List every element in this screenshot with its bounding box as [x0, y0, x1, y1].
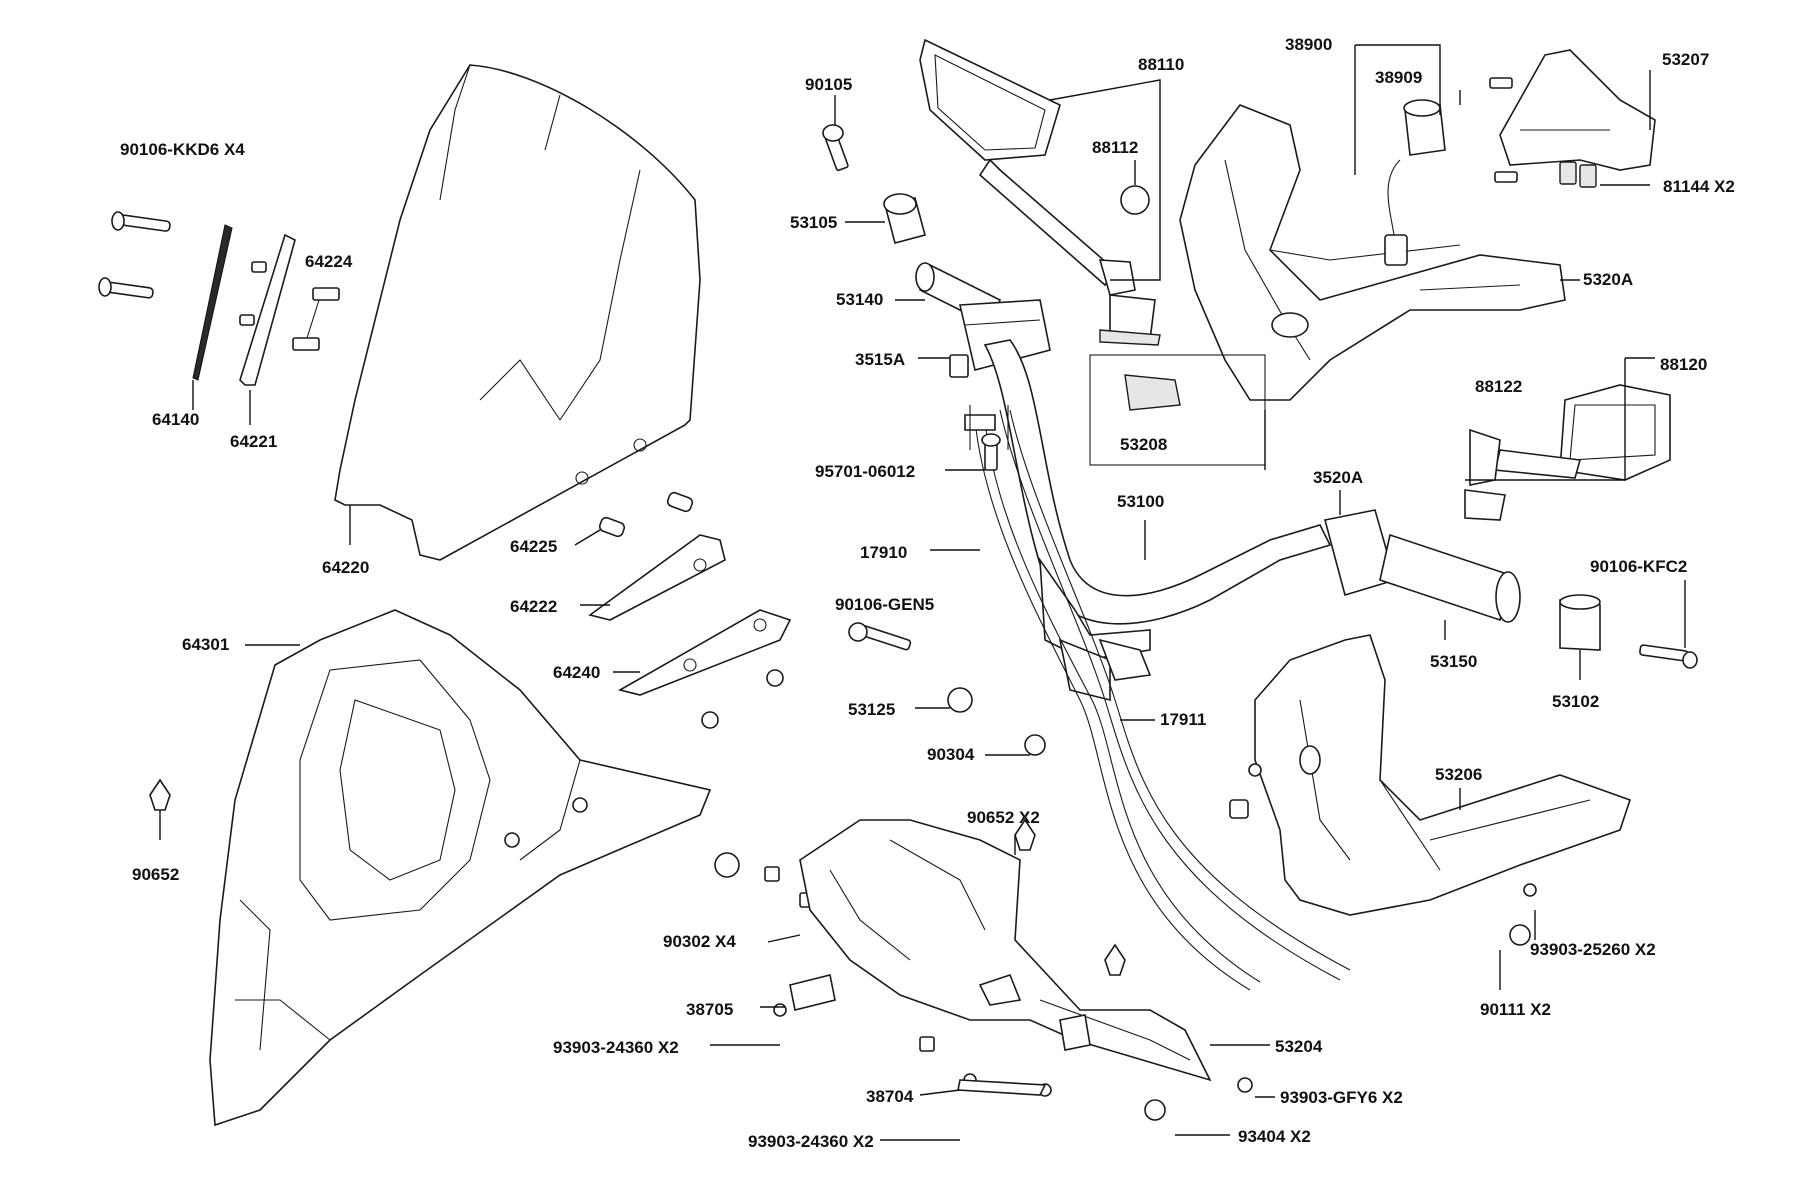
inner-cover-53206: [1229, 634, 1632, 916]
label-90652: 90652: [132, 865, 180, 884]
label-88122: 88122: [1475, 377, 1523, 396]
label-64225: 64225: [510, 537, 558, 556]
label-38705: 38705: [686, 1000, 734, 1019]
front-cowl-64301: [209, 609, 712, 1127]
label-64140: 64140: [152, 410, 200, 429]
label-64301: 64301: [182, 635, 230, 654]
label-53207: 53207: [1662, 50, 1710, 69]
label-90106-gen5: 90106-GEN5: [835, 595, 935, 614]
label-53105: 53105: [790, 213, 838, 232]
trim-pieces: [588, 491, 792, 696]
label-90105: 90105: [805, 75, 853, 94]
label-90106-kfc2: 90106-KFC2: [1590, 557, 1688, 576]
bracket-38705: [789, 974, 836, 1011]
label-17911: 17911: [1160, 710, 1207, 729]
right-handlebar-parts: [1324, 509, 1698, 669]
mirror-left: [919, 38, 1161, 346]
socket-38909: [1384, 99, 1446, 266]
label-38900: 38900: [1285, 35, 1333, 54]
label-17910: 17910: [860, 543, 908, 562]
label-53208: 53208: [1120, 435, 1168, 454]
label-88112: 88112: [1092, 138, 1139, 157]
label-95701-06012: 95701-06012: [815, 462, 916, 481]
label-93404: 93404 X2: [1238, 1127, 1311, 1146]
label-90652-x2: 90652 X2: [967, 808, 1040, 827]
label-90106-kkd6: 90106-KKD6 X4: [120, 140, 245, 159]
label-93903-24360-a: 93903-24360 X2: [553, 1038, 679, 1057]
label-53140: 53140: [836, 290, 884, 309]
left-handlebar-parts: [822, 124, 1051, 378]
cover-53207: [1489, 49, 1656, 188]
label-88110: 88110: [1138, 55, 1185, 74]
windscreen: [334, 64, 701, 561]
label-5320a: 5320A: [1583, 270, 1634, 289]
label-88120: 88120: [1660, 355, 1708, 374]
label-64221: 64221: [230, 432, 278, 451]
label-53204: 53204: [1275, 1037, 1323, 1056]
label-64220: 64220: [322, 558, 370, 577]
lower-cover-53204: [799, 819, 1212, 1082]
label-53100: 53100: [1117, 492, 1165, 511]
label-53125: 53125: [848, 700, 896, 719]
label-64224: 64224: [305, 252, 353, 271]
bracket-38704: [957, 1079, 1047, 1096]
label-53150: 53150: [1430, 652, 1478, 671]
label-93903-25260: 93903-25260 X2: [1530, 940, 1656, 959]
upper-cover-5320a: [1179, 104, 1566, 401]
label-81144: 81144 X2: [1663, 177, 1735, 196]
label-3515a: 3515A: [855, 350, 906, 369]
label-90302: 90302 X4: [663, 932, 736, 951]
handlebar: [983, 339, 1332, 702]
label-93903-24360-b: 93903-24360 X2: [748, 1132, 874, 1151]
bolt-95701: [981, 433, 1001, 471]
label-93903-gfy6: 93903-GFY6 X2: [1280, 1088, 1403, 1107]
hardware: [149, 622, 1537, 1121]
screen-trim-left: [98, 211, 340, 386]
label-3520a: 3520A: [1313, 468, 1364, 487]
label-64222: 64222: [510, 597, 558, 616]
label-90304: 90304: [927, 745, 975, 764]
mirror-right: [1464, 384, 1671, 521]
leader-lines: [159, 44, 1686, 1141]
throttle-cables: [964, 405, 1351, 991]
label-38909: 38909: [1375, 68, 1423, 87]
label-53102: 53102: [1552, 692, 1600, 711]
label-64240: 64240: [553, 663, 601, 682]
label-53206: 53206: [1435, 765, 1483, 784]
label-38704: 38704: [866, 1087, 914, 1106]
label-90111: 90111 X2: [1480, 1000, 1551, 1019]
